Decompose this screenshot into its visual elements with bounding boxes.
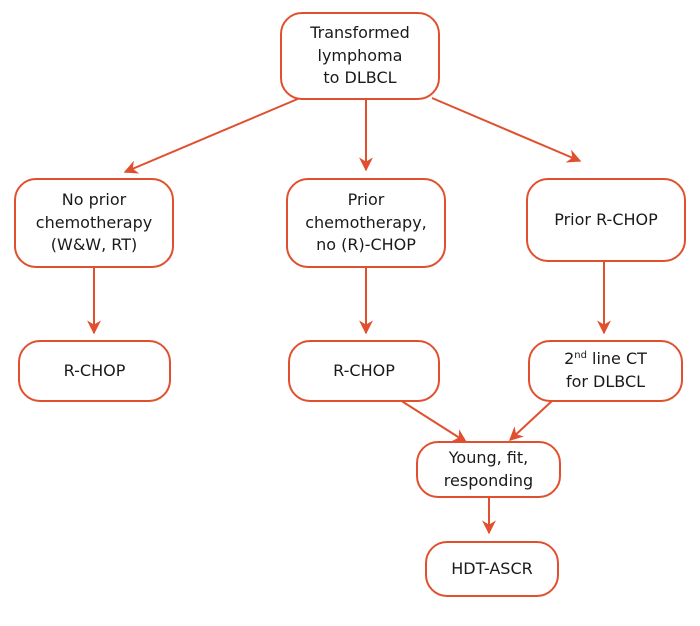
node-prior-rchop: Prior R-CHOP — [526, 178, 686, 262]
node-hdt-ascr: HDT-ASCR — [425, 541, 559, 597]
node-text: 2nd line CT — [564, 348, 647, 371]
node-second-line-ct: 2nd line CT for DLBCL — [528, 340, 683, 402]
node-prior-chemotherapy: Prior chemotherapy, no (R)-CHOP — [286, 178, 446, 268]
node-text: Prior — [347, 189, 385, 209]
node-rchop-middle: R-CHOP — [288, 340, 440, 402]
node-text: R-CHOP — [333, 360, 395, 380]
node-text: HDT-ASCR — [451, 558, 533, 578]
node-text: Transformed — [310, 22, 410, 42]
node-text: lymphoma — [317, 45, 403, 65]
node-text: chemotherapy — [35, 212, 153, 232]
node-text: No prior — [61, 189, 127, 209]
node-text: Young, fit, — [448, 447, 529, 467]
node-text: responding — [443, 470, 534, 490]
node-transformed-lymphoma: Transformed lymphoma to DLBCL — [280, 12, 440, 100]
arrow-second-line-to-young-fit — [508, 399, 554, 441]
line-ct-text: line CT — [586, 349, 647, 369]
node-text: chemotherapy, — [305, 212, 427, 232]
ordinal-suffix: nd — [574, 350, 587, 362]
node-text: R-CHOP — [63, 360, 126, 380]
node-no-prior-chemotherapy: No prior chemotherapy (W&W, RT) — [14, 178, 174, 268]
node-text: Prior R-CHOP — [554, 209, 658, 229]
node-young-fit-responding: Young, fit, responding — [416, 441, 561, 498]
node-text: for DLBCL — [565, 372, 646, 391]
ordinal-number: 2 — [564, 349, 575, 369]
node-text: (W&W, RT) — [50, 235, 138, 255]
node-text: no (R)-CHOP — [316, 235, 416, 255]
arrow-transformed-to-no-prior — [123, 97, 301, 174]
node-text: to DLBCL — [323, 68, 397, 88]
node-rchop-left: R-CHOP — [18, 340, 171, 402]
arrow-rchop-to-young-fit — [399, 399, 468, 443]
arrow-transformed-to-prior-rchop — [431, 97, 582, 163]
